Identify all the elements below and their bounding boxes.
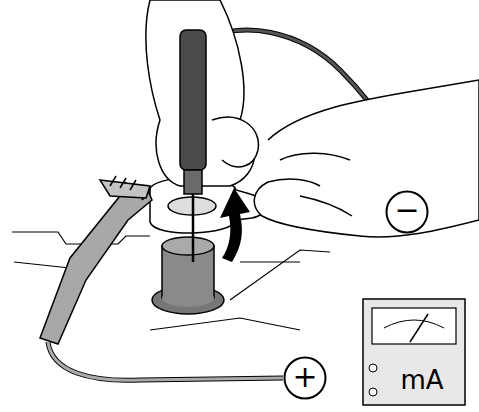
- terminal-circle-outline: [387, 192, 428, 233]
- hand-lifting-clamp: [254, 80, 479, 237]
- meter-dial: [372, 308, 456, 344]
- clip-body: [40, 186, 152, 344]
- polarity-circle: −: [385, 190, 429, 234]
- battery-edge: [230, 250, 330, 300]
- finger-line: [300, 196, 352, 216]
- finger-line: [280, 153, 350, 160]
- alligator-clip: [40, 176, 152, 344]
- test-probe: [180, 30, 206, 262]
- dial-needle: [410, 314, 428, 342]
- thumb: [212, 117, 258, 167]
- multimeter: mA: [362, 298, 466, 406]
- probe-handle: [180, 30, 206, 170]
- clip-spring: [110, 176, 136, 190]
- meter-jack: [369, 388, 377, 396]
- battery-terminal: [152, 237, 224, 314]
- lift-arrow: [220, 188, 250, 262]
- battery-edge: [240, 261, 300, 262]
- hands: [146, 0, 479, 237]
- probe-tip: [192, 194, 195, 262]
- meter-jack: [369, 364, 377, 372]
- battery-edge: [14, 262, 70, 268]
- terminal-circle-outline: [285, 358, 326, 399]
- terminal-post-bottom: [162, 289, 214, 307]
- clip-jaw: [100, 180, 150, 198]
- battery-edge: [12, 232, 150, 244]
- polarity-circle: +: [283, 356, 327, 400]
- positive-lead: [48, 342, 283, 380]
- polarity-sign: +: [292, 362, 317, 392]
- battery-edge: [150, 318, 300, 330]
- meter-case: [363, 299, 465, 405]
- polarity-sign: −: [394, 195, 419, 225]
- positive-lead-fill: [48, 342, 283, 380]
- meter-unit: mA: [400, 367, 443, 393]
- probe-collar: [184, 170, 202, 194]
- dial-scale: [384, 320, 444, 328]
- terminal-post-top: [162, 237, 214, 255]
